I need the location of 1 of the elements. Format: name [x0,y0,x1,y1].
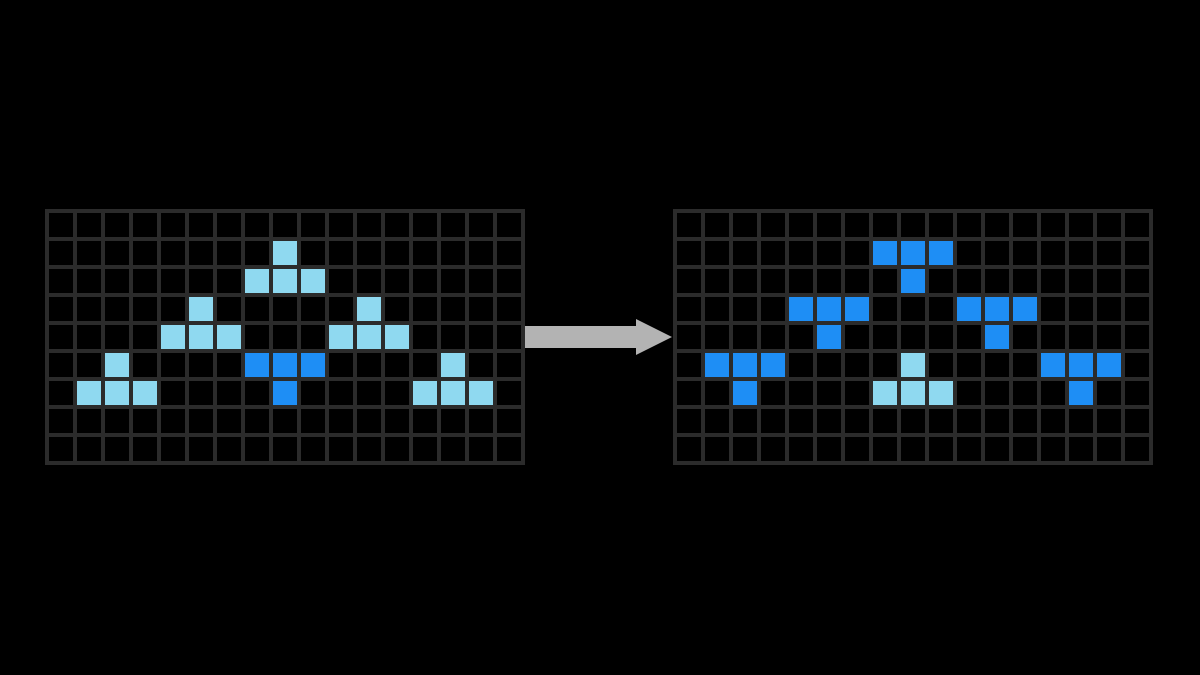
arrow [525,319,672,355]
